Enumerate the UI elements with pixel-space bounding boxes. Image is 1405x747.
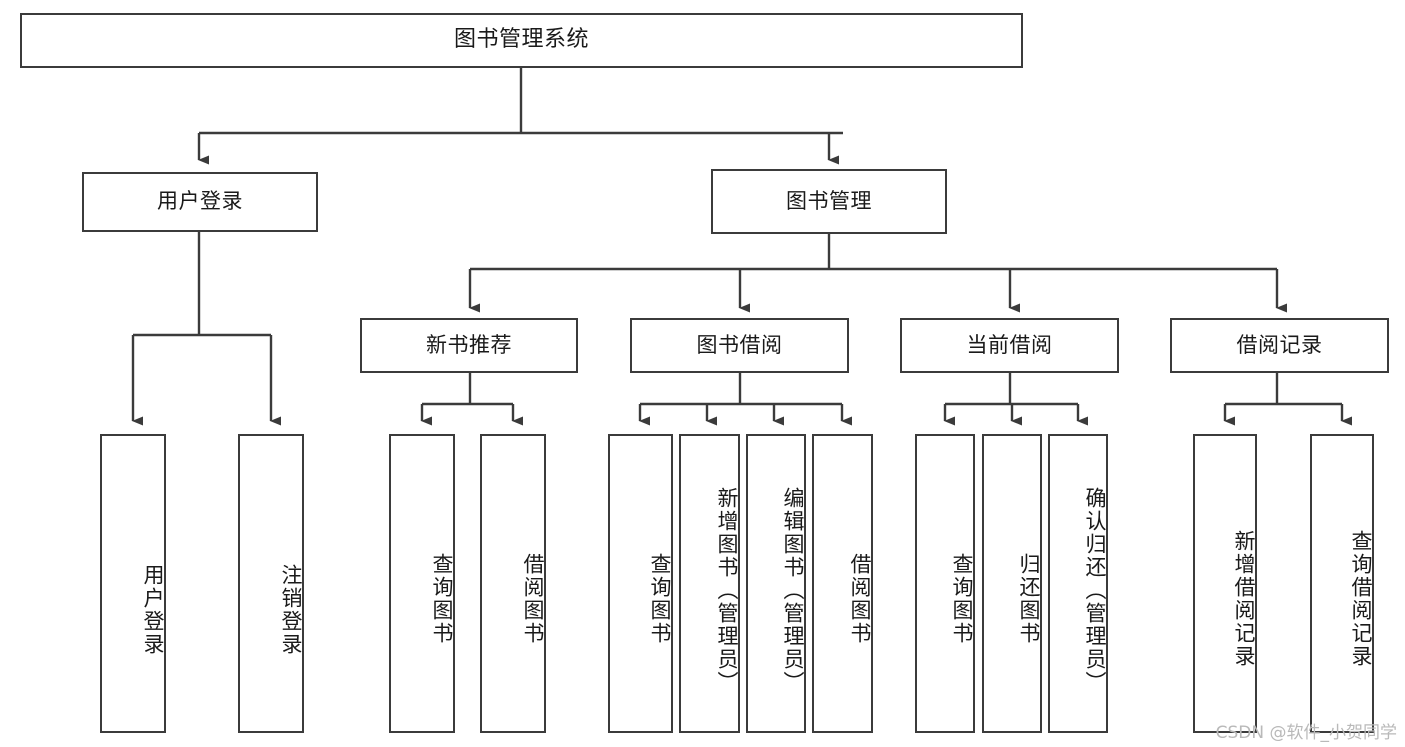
node-borrow-record[interactable]: 借阅记录 [1170,318,1389,373]
leaf-user-login[interactable]: 用户登录 [100,434,166,733]
leaf-query-book-borrow[interactable]: 查询图书 [608,434,673,733]
csdn-watermark: CSDN @软件_小贺同学 [1215,723,1397,743]
leaf-borrow-book-newbook[interactable]: 借阅图书 [480,434,546,733]
leaf-add-borrow-record[interactable]: 新增借阅记录 [1193,434,1257,733]
leaf-confirm-return-admin[interactable]: 确认归还（管理员） [1048,434,1108,733]
node-book-borrow[interactable]: 图书借阅 [630,318,849,373]
leaf-query-borrow-record[interactable]: 查询借阅记录 [1310,434,1374,733]
node-book-management[interactable]: 图书管理 [711,169,947,234]
node-user-login[interactable]: 用户登录 [82,172,318,232]
leaf-query-book-current[interactable]: 查询图书 [915,434,975,733]
node-current-borrow[interactable]: 当前借阅 [900,318,1119,373]
node-root-book-management-system[interactable]: 图书管理系统 [20,13,1023,68]
leaf-return-book[interactable]: 归还图书 [982,434,1042,733]
leaf-logout[interactable]: 注销登录 [238,434,304,733]
node-new-book-recommendation[interactable]: 新书推荐 [360,318,578,373]
leaf-edit-book-admin[interactable]: 编辑图书（管理员） [746,434,806,733]
leaf-add-book-admin[interactable]: 新增图书（管理员） [679,434,740,733]
leaf-query-book-newbook[interactable]: 查询图书 [389,434,455,733]
leaf-borrow-book[interactable]: 借阅图书 [812,434,873,733]
